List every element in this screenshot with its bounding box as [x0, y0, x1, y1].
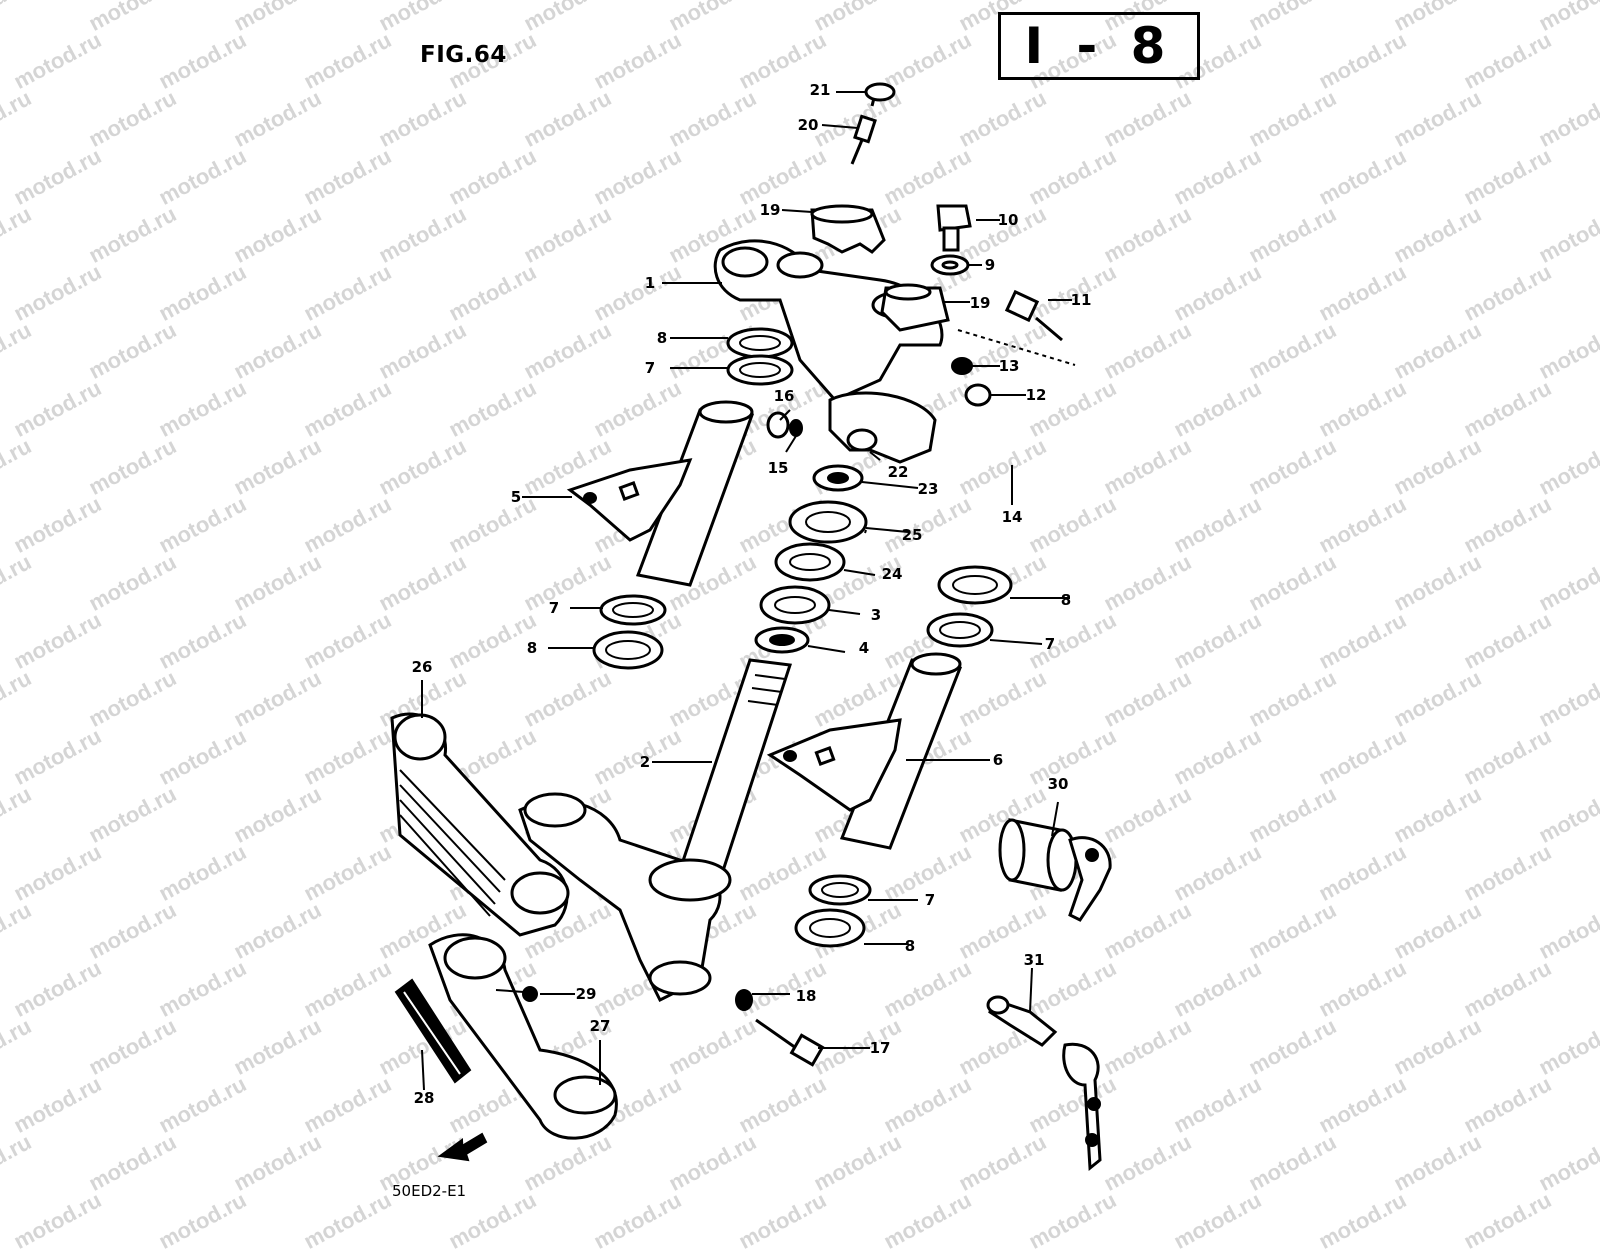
part-7-seal-bottom	[808, 874, 872, 906]
callout-5: 5	[510, 488, 522, 506]
part-8-bearing-top-left	[726, 327, 794, 359]
callout-28: 28	[413, 1089, 435, 1107]
part-8-bearing-left-middle	[592, 630, 664, 670]
callout-8-bottom: 8	[904, 937, 916, 955]
part-8-bearing-bottom	[794, 908, 866, 948]
part-3-race	[759, 585, 831, 625]
callout-15: 15	[767, 459, 789, 477]
part-24-bearing	[774, 542, 846, 582]
callout-29: 29	[575, 985, 597, 1003]
part-16-nut	[766, 411, 790, 439]
diagram-code: 50ED2-E1	[392, 1182, 467, 1200]
part-19-holder-right	[880, 283, 950, 332]
callout-13: 13	[998, 357, 1020, 375]
callout-18: 18	[795, 987, 817, 1005]
section-code: I - 8	[1024, 17, 1174, 75]
callout-11: 11	[1070, 291, 1092, 309]
part-7-seal-top-left	[726, 354, 794, 386]
part-2-steering-stem	[518, 658, 792, 1003]
part-12-nut	[964, 383, 992, 407]
part-10-bolt	[936, 204, 972, 252]
callout-19-right: 19	[969, 294, 991, 312]
part-11-bolt	[957, 289, 1076, 366]
callout-23: 23	[917, 480, 939, 498]
callout-22: 22	[887, 463, 909, 481]
callout-21: 21	[809, 81, 831, 99]
callout-7-left-middle: 7	[548, 599, 560, 617]
part-19-holder-upper	[810, 204, 886, 254]
callout-25: 25	[901, 526, 923, 544]
figure-label: FIG.64	[420, 42, 507, 68]
part-23-nut	[812, 464, 864, 492]
callout-7-right-middle: 7	[1044, 635, 1056, 653]
diagram-drawing	[390, 82, 1112, 1171]
part-4-seal	[754, 626, 810, 654]
part-18-washer	[735, 989, 753, 1011]
callout-24: 24	[881, 565, 903, 583]
callout-1: 1	[644, 274, 656, 292]
callout-14: 14	[1001, 508, 1023, 526]
part-29-screw	[522, 986, 538, 1002]
part-9-washer	[930, 254, 970, 276]
part-7-seal-right-middle	[926, 612, 994, 648]
callout-7-bottom: 7	[924, 891, 936, 909]
part-6-fork-holder-right	[766, 652, 963, 850]
part-17-bolt	[755, 1018, 825, 1067]
part-27-lower-cover	[428, 933, 618, 1140]
callout-8-right-middle: 8	[1060, 591, 1072, 609]
part-5-fork-holder-left	[566, 400, 755, 587]
part-21-screw	[864, 82, 896, 107]
callout-3: 3	[870, 606, 882, 624]
callout-10: 10	[997, 211, 1019, 229]
callout-19-upper: 19	[759, 201, 781, 219]
callout-27: 27	[589, 1017, 611, 1035]
part-30-lock	[998, 818, 1112, 922]
direction-arrow-icon	[437, 1132, 488, 1162]
callout-17: 17	[869, 1039, 891, 1057]
part-8-bearing-right-middle	[937, 565, 1013, 605]
part-7-seal-left-middle	[599, 594, 667, 626]
part-15-washer	[789, 419, 803, 437]
callout-6: 6	[992, 751, 1004, 769]
leader-lines	[421, 91, 1072, 1091]
callout-16: 16	[773, 387, 795, 405]
callout-12: 12	[1025, 386, 1047, 404]
callout-8-left-middle: 8	[526, 639, 538, 657]
callout-20: 20	[797, 116, 819, 134]
part-13-washer	[951, 357, 973, 375]
callout-2: 2	[639, 753, 651, 771]
callout-31: 31	[1023, 951, 1045, 969]
part-22-clamp	[828, 391, 937, 464]
callout-30: 30	[1047, 775, 1069, 793]
part-28-emblem	[394, 978, 472, 1084]
part-20-bolt	[850, 114, 877, 165]
callout-8-top-left: 8	[656, 329, 668, 347]
part-26-cover	[390, 712, 570, 937]
callout-4: 4	[858, 639, 870, 657]
part-25-ring	[788, 500, 868, 544]
callout-9: 9	[984, 256, 996, 274]
section-code-box: I - 8	[998, 12, 1200, 80]
callout-7-top-left: 7	[644, 359, 656, 377]
callout-26: 26	[411, 658, 433, 676]
part-31-key-set	[986, 995, 1102, 1171]
